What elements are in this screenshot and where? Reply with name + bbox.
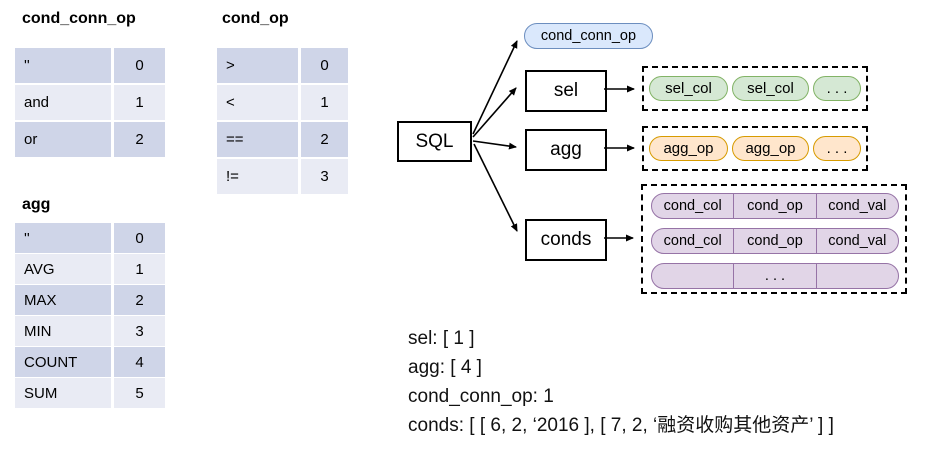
agg-op-pill: agg_op	[732, 136, 809, 161]
agg-op-pill: agg_op	[649, 136, 728, 161]
conds-items-container: cond_col cond_op cond_val cond_col cond_…	[641, 184, 907, 294]
example-output-block: sel: [ 1 ] agg: [ 4 ] cond_conn_op: 1 co…	[408, 324, 834, 440]
table-cell-key: or	[15, 122, 111, 157]
table-cell-key: COUNT	[15, 347, 111, 377]
agg-ellipsis-pill: . . .	[813, 136, 861, 161]
cond-row: cond_col cond_op cond_val	[651, 228, 899, 254]
table-title-cond-conn-op: cond_conn_op	[22, 10, 136, 27]
sel-ellipsis-pill: . . .	[813, 76, 861, 101]
table-row: COUNT 4	[15, 347, 165, 377]
table-cell-value: 1	[114, 85, 165, 120]
table-cell-value: 0	[114, 48, 165, 83]
agg-items-row: agg_op agg_op . . .	[644, 128, 866, 169]
table-row: != 3	[217, 159, 348, 194]
table-cell-value: 1	[114, 254, 165, 284]
table-cell-value: 2	[114, 285, 165, 315]
table-cell-key: >	[217, 48, 298, 83]
table-cell-key: MIN	[15, 316, 111, 346]
sel-items-row: sel_col sel_col . . .	[644, 68, 866, 109]
sel-col-pill: sel_col	[649, 76, 728, 101]
table-row: AVG 1	[15, 254, 165, 284]
cond-row-ellipsis: . . .	[651, 263, 899, 289]
table-cell-key: and	[15, 85, 111, 120]
table-cell-value: 2	[114, 122, 165, 157]
table-row: '' 0	[15, 223, 165, 253]
table-row: MIN 3	[15, 316, 165, 346]
table-cond-conn-op: '' 0 and 1 or 2	[15, 48, 165, 159]
conds-stack: cond_col cond_op cond_val cond_col cond_…	[643, 186, 905, 296]
sel-node: sel	[525, 70, 607, 112]
output-line-conds: conds: [ [ 6, 2, ‘2016 ], [ 7, 2, ‘融资收购其…	[408, 415, 834, 436]
table-row: or 2	[15, 122, 165, 157]
arrow-sql-to-cond-conn-op	[472, 40, 518, 135]
table-cell-value: 0	[114, 223, 165, 253]
table-cell-key: AVG	[15, 254, 111, 284]
table-title-agg: agg	[22, 196, 51, 213]
table-cond-op: > 0 < 1 == 2 != 3	[217, 48, 348, 196]
table-row: < 1	[217, 85, 348, 120]
cond-ellipsis-cell: . . .	[733, 264, 817, 288]
cond-val-cell: cond_val	[828, 198, 887, 214]
table-title-cond-op: cond_op	[222, 10, 289, 27]
table-cell-key: ==	[217, 122, 298, 157]
table-cell-value: 0	[301, 48, 348, 83]
table-cell-value: 5	[114, 378, 165, 408]
table-cell-value: 4	[114, 347, 165, 377]
cond-col-cell: cond_col	[663, 233, 722, 249]
cond-col-cell	[652, 264, 733, 288]
table-row: SUM 5	[15, 378, 165, 408]
sel-items-container: sel_col sel_col . . .	[642, 66, 868, 111]
cond-val-cell	[817, 264, 898, 288]
table-cell-key: !=	[217, 159, 298, 194]
arrow-sql-to-sel	[472, 87, 517, 138]
table-cell-key: ''	[15, 48, 111, 83]
sql-root-node: SQL	[397, 121, 472, 162]
cond-op-cell: cond_op	[733, 194, 817, 218]
agg-items-container: agg_op agg_op . . .	[642, 126, 868, 171]
conds-node: conds	[525, 219, 607, 261]
table-row: > 0	[217, 48, 348, 83]
cond-op-cell: cond_op	[733, 229, 817, 253]
cond-row: cond_col cond_op cond_val	[651, 193, 899, 219]
sel-col-pill: sel_col	[732, 76, 809, 101]
table-cell-value: 2	[301, 122, 348, 157]
agg-node: agg	[525, 129, 607, 171]
table-cell-key: ''	[15, 223, 111, 253]
table-agg: '' 0 AVG 1 MAX 2 MIN 3 COUNT 4 SUM 5	[15, 223, 165, 409]
arrow-sql-to-agg	[472, 140, 517, 150]
cond-col-cell: cond_col	[663, 198, 722, 214]
table-row: == 2	[217, 122, 348, 157]
table-cell-key: MAX	[15, 285, 111, 315]
table-row: and 1	[15, 85, 165, 120]
table-row: MAX 2	[15, 285, 165, 315]
output-line-agg: agg: [ 4 ]	[408, 357, 482, 378]
table-cell-value: 1	[301, 85, 348, 120]
table-cell-key: <	[217, 85, 298, 120]
cond-val-cell: cond_val	[828, 233, 887, 249]
output-line-sel: sel: [ 1 ]	[408, 328, 475, 349]
table-cell-value: 3	[114, 316, 165, 346]
table-cell-value: 3	[301, 159, 348, 194]
table-cell-key: SUM	[15, 378, 111, 408]
output-line-cond-conn-op: cond_conn_op: 1	[408, 386, 554, 407]
arrow-sql-to-conds	[473, 143, 518, 232]
table-row: '' 0	[15, 48, 165, 83]
cond-conn-op-node: cond_conn_op	[524, 23, 653, 49]
